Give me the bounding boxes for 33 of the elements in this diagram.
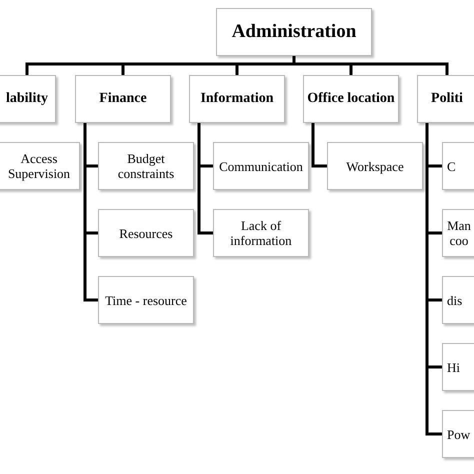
box-label: lability	[6, 91, 48, 107]
box-label: Lack of information	[229, 218, 293, 248]
box-label: Time - resource	[105, 292, 187, 308]
category-box	[0, 75, 56, 123]
box-label: Politi	[431, 91, 463, 107]
connector-line	[312, 123, 327, 168]
box-label: Office location	[307, 91, 395, 107]
box-label: Pow	[447, 426, 470, 442]
connector-line	[292, 56, 448, 75]
category-box	[303, 75, 399, 123]
box-label: Communication	[219, 158, 303, 174]
item-box	[0, 142, 80, 190]
root-box	[216, 8, 372, 56]
connector-line	[426, 123, 442, 436]
item-box	[98, 209, 194, 257]
box-label: Resources	[119, 226, 173, 240]
box-label: Information	[200, 91, 274, 107]
item-box	[213, 209, 309, 257]
category-box	[75, 75, 171, 123]
box-label: Budget constraints	[116, 151, 176, 181]
item-box	[327, 142, 423, 190]
box-label: Finance	[99, 91, 147, 107]
category-box	[189, 75, 285, 123]
item-box	[213, 142, 309, 190]
box-label: dis	[447, 292, 462, 308]
box-label: Workspace	[346, 158, 404, 174]
box-label: Hi	[447, 360, 460, 374]
box-label: C	[447, 158, 456, 174]
box-label: Access Supervision	[6, 151, 72, 181]
item-box	[98, 142, 194, 190]
box-label: Administration	[232, 20, 356, 44]
box-label: Man coo	[447, 218, 471, 248]
item-box	[98, 276, 194, 324]
